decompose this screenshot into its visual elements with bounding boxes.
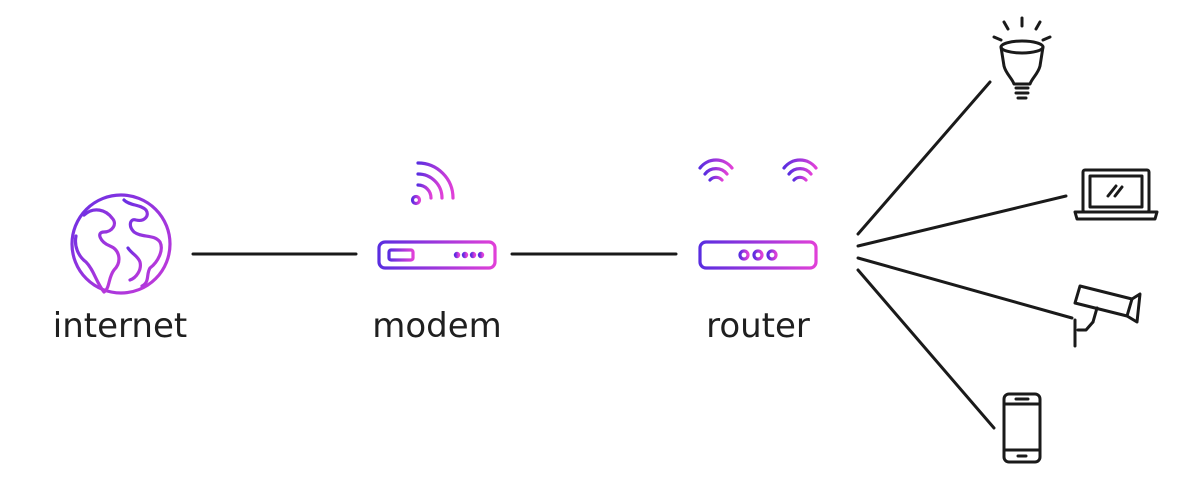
modem-label: modem (372, 306, 502, 346)
globe-icon (70, 193, 172, 295)
router-icon (698, 158, 818, 278)
security-camera-icon (1073, 284, 1142, 348)
link-router-laptop (856, 194, 1068, 248)
connections (191, 80, 1074, 430)
link-router-bulb (856, 80, 992, 236)
smartphone-icon (1002, 392, 1042, 464)
modem-icon (377, 161, 497, 278)
link-router-camera (856, 256, 1074, 320)
smart-bulb-icon (992, 16, 1052, 100)
internet-label: internet (53, 306, 187, 346)
laptop-icon (1073, 168, 1159, 221)
link-router-phone (856, 268, 996, 430)
router-label: router (706, 306, 810, 346)
